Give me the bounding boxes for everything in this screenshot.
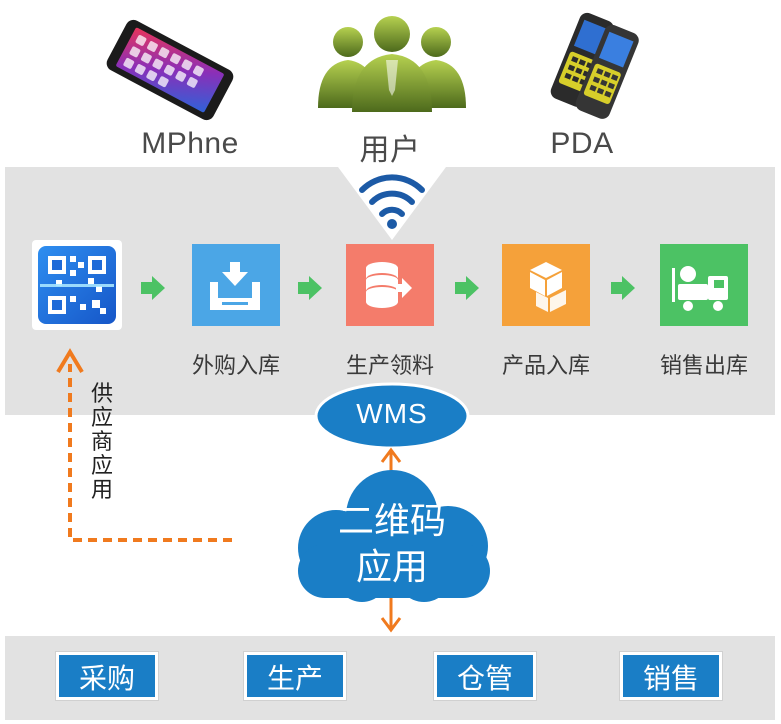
supplier-dashed-path [68, 364, 232, 542]
inbox-download-icon [192, 244, 280, 326]
wifi-icon [359, 174, 425, 229]
cloud-label-line1: 二维码 [337, 500, 446, 541]
department-sales-button[interactable]: 销售 [620, 652, 722, 700]
supplier-app-label: 供应商应用 [90, 381, 113, 502]
device-label-user: 用户 [359, 134, 421, 167]
flow-arrow [298, 276, 322, 300]
smartphone-icon [106, 19, 234, 121]
pda-scanner-icon [550, 12, 639, 119]
device-label-mphone: MPhne [141, 127, 239, 160]
qr-code-scan-icon [32, 240, 122, 330]
flow-arrow [611, 276, 635, 300]
wms-node [314, 382, 470, 450]
step-label-sales-outbound: 销售出库 [659, 353, 748, 378]
qr-cloud [298, 470, 490, 602]
cloud-label-line2: 应用 [355, 546, 428, 587]
department-procurement-button[interactable]: 采购 [56, 652, 158, 700]
department-production-button[interactable]: 生产 [244, 652, 346, 700]
flow-arrow [455, 276, 479, 300]
step-label-purchase-inbound: 外购入库 [191, 353, 280, 378]
forklift-truck-icon [660, 244, 748, 326]
department-warehouse-button[interactable]: 仓管 [434, 652, 536, 700]
users-icon [318, 16, 466, 112]
wms-label: WMS [356, 398, 428, 429]
boxes-icon [502, 244, 590, 326]
step-label-product-inbound: 产品入库 [501, 353, 590, 378]
flow-arrows [141, 276, 635, 300]
flow-arrow [141, 276, 165, 300]
step-label-production-picking: 生产领料 [345, 353, 434, 378]
cloud-label: 二维码 应用 [300, 498, 484, 590]
database-export-icon [346, 244, 434, 326]
supplier-arrow-head [56, 348, 84, 374]
device-label-pda: PDA [550, 127, 614, 160]
